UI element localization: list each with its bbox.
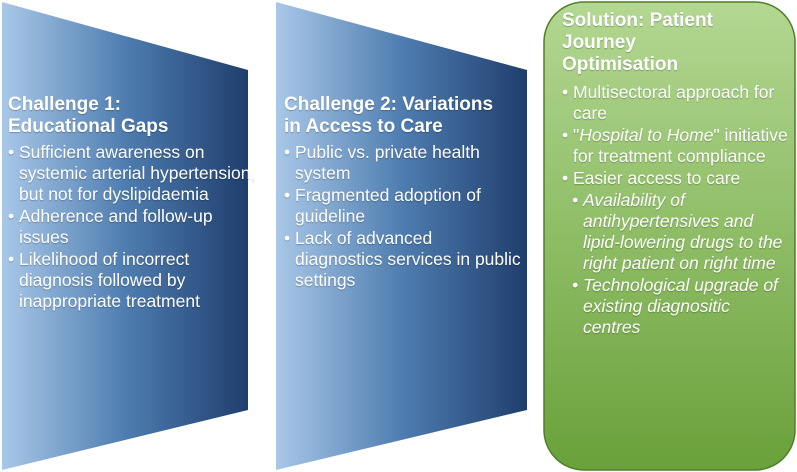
solution-bullet-list: Multisectoral approach for care "Hospita…: [562, 82, 790, 189]
solution-title: Solution: Patient Journey Optimisation: [562, 10, 790, 76]
solution-bullet: Easier access to care: [562, 168, 790, 189]
solution-title-line-1: Solution: Patient: [562, 10, 713, 31]
challenge-2-panel: Challenge 2: Variations in Access to Car…: [284, 94, 524, 292]
challenge-1-panel: Challenge 1: Educational Gaps Sufficient…: [8, 94, 258, 313]
challenge-2-title-line-2: in Access to Care: [284, 116, 443, 137]
h2h-initiative-name: Hospital to Home: [579, 125, 714, 145]
solution-sub-bullet-list: Availability of antihypertensives and li…: [562, 190, 790, 338]
challenge-1-title-line-2: Educational Gaps: [8, 116, 169, 137]
challenge-1-bullet: Sufficient awareness on systemic arteria…: [8, 142, 258, 205]
challenge-2-bullet-list: Public vs. private health system Fragmen…: [284, 142, 524, 291]
challenge-2-bullet: Lack of advanced diagnostics services in…: [284, 228, 524, 291]
solution-sub-bullet: Availability of antihypertensives and li…: [572, 190, 790, 274]
challenge-1-title: Challenge 1: Educational Gaps: [8, 94, 258, 138]
solution-title-line-2: Journey: [562, 32, 636, 53]
challenge-2-bullet: Public vs. private health system: [284, 142, 524, 184]
challenge-1-bullet: Adherence and follow-up issues: [8, 206, 258, 248]
solution-bullet: Multisectoral approach for care: [562, 82, 790, 124]
challenge-2-bullet: Fragmented adoption of guideline: [284, 185, 524, 227]
challenge-1-bullet-list: Sufficient awareness on systemic arteria…: [8, 142, 258, 312]
challenge-2-title-line-1: Challenge 2: Variations: [284, 94, 494, 115]
solution-panel: Solution: Patient Journey Optimisation M…: [562, 10, 790, 339]
h2h-rest: " initiative for treatment compliance: [573, 125, 788, 166]
challenge-1-bullet: Likelihood of incorrect diagnosis follow…: [8, 249, 258, 312]
challenge-1-title-line-1: Challenge 1:: [8, 94, 121, 115]
challenge-2-title: Challenge 2: Variations in Access to Car…: [284, 94, 524, 138]
h2h-quote-open: ": [573, 125, 580, 145]
solution-bullet-hospital-to-home: "Hospital to Home" initiative for treatm…: [562, 125, 790, 167]
solution-sub-bullet: Technological upgrade of existing diagno…: [572, 275, 790, 338]
solution-title-line-3: Optimisation: [562, 54, 679, 75]
